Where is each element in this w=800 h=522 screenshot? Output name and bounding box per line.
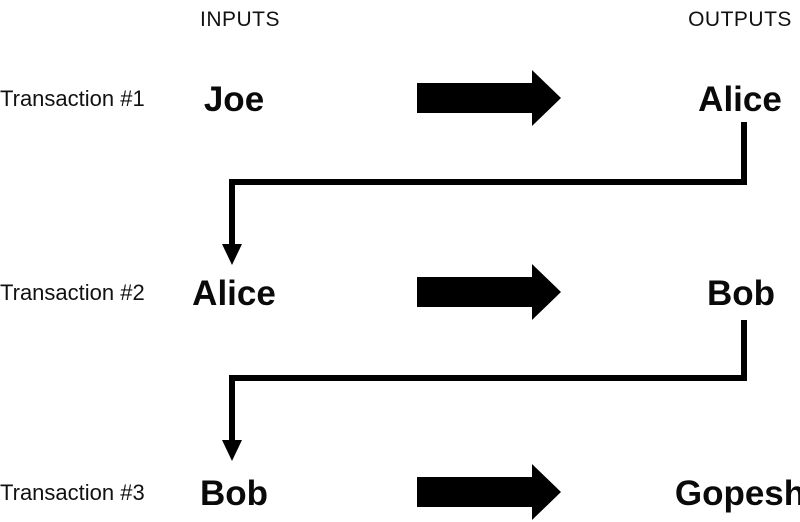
- transaction-label: Transaction #3: [0, 480, 145, 505]
- connector-arrow-2: [222, 320, 747, 461]
- outputs-header: OUTPUTS: [688, 8, 792, 31]
- output-party: Gopesh: [675, 474, 800, 513]
- input-party: Joe: [204, 80, 264, 119]
- input-party: Bob: [200, 474, 268, 513]
- arrowhead-icon: [222, 440, 242, 461]
- connector-arrow-1: [222, 122, 747, 265]
- transaction-label: Transaction #2: [0, 280, 145, 305]
- transaction-label: Transaction #1: [0, 86, 145, 111]
- transaction-row-1: Transaction #1 Joe Alice: [0, 70, 782, 126]
- flow-arrow: [417, 464, 561, 520]
- transaction-row-2: Transaction #2 Alice Bob: [0, 264, 775, 320]
- flow-arrow: [417, 70, 561, 126]
- output-party: Bob: [707, 274, 775, 313]
- output-party: Alice: [698, 80, 782, 119]
- inputs-header: INPUTS: [200, 8, 280, 31]
- arrowhead-icon: [222, 244, 242, 265]
- input-party: Alice: [192, 274, 276, 313]
- transaction-row-3: Transaction #3 Bob Gopesh: [0, 464, 800, 520]
- flow-arrow: [417, 264, 561, 320]
